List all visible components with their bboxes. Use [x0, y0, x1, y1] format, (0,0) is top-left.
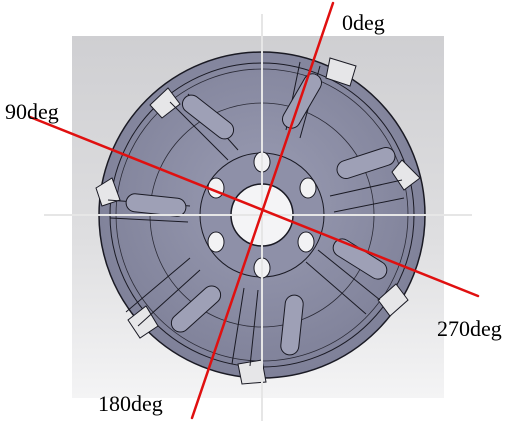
label-0deg: 0deg: [342, 10, 385, 35]
label-270deg: 270deg: [437, 316, 502, 341]
elongated-slots: [125, 73, 396, 356]
angle-reference-lines: [28, 1, 480, 420]
crosshair: [44, 14, 472, 421]
label-90deg: 90deg: [5, 99, 59, 124]
axis-line-90-270: [28, 115, 480, 298]
label-180deg: 180deg: [98, 391, 163, 416]
